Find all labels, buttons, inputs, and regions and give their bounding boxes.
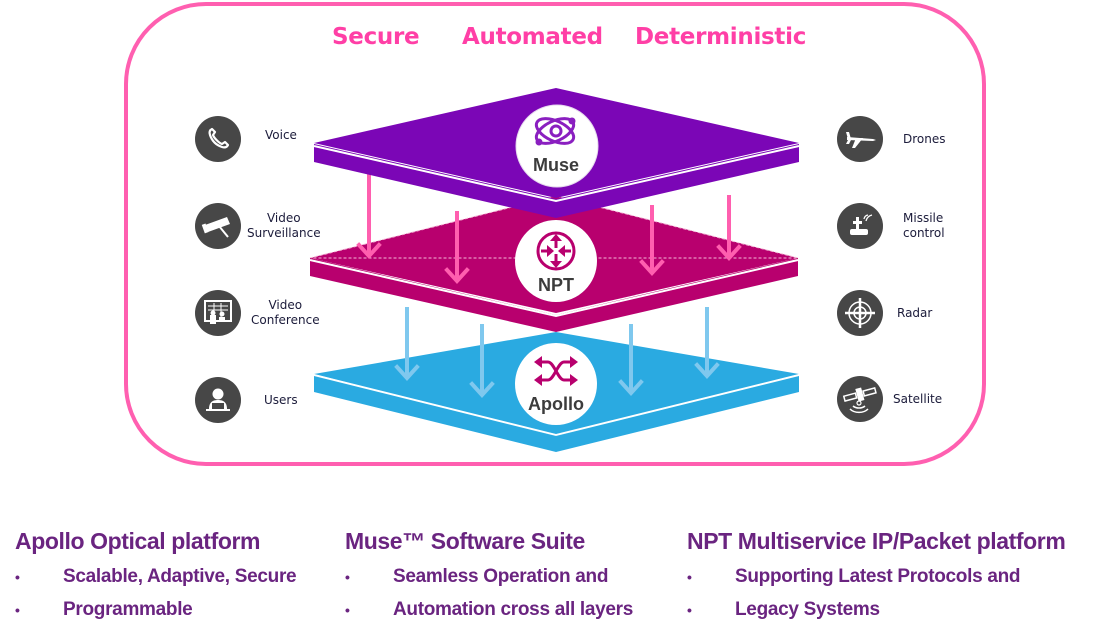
apollo-badge: Apollo: [515, 343, 597, 425]
app-video-surveillance: Video Surveillance: [195, 203, 321, 249]
app-video-surveillance-label: Video Surveillance: [247, 211, 321, 240]
app-satellite-label: Satellite: [893, 391, 943, 406]
list-item: •Legacy Systems: [687, 599, 880, 620]
arrow-down-icon: [394, 307, 420, 381]
npt-badge-label: NPT: [538, 275, 574, 295]
list-item: •Automation cross all layers: [345, 599, 634, 620]
list-item: •Programmable: [15, 599, 193, 620]
platform-apollo: Apollo Optical platform •Scalable, Adapt…: [15, 528, 297, 631]
list-item: •Seamless Operation and: [345, 566, 609, 587]
platform-npt-title: NPT Multiservice IP/Packet platform: [687, 528, 1066, 554]
platform-apollo-title: Apollo Optical platform: [15, 528, 261, 554]
app-radar: Radar: [837, 290, 932, 336]
app-missile-control-label: Missile control: [903, 211, 945, 240]
radar-icon: [837, 290, 883, 336]
app-voice: Voice: [195, 116, 297, 162]
arrow-down-icon: [716, 195, 742, 261]
platform-muse-title: Muse™ Software Suite: [345, 528, 585, 554]
phone-icon: [195, 116, 241, 162]
list-item: •Supporting Latest Protocols and: [687, 566, 1021, 587]
arrow-down-icon: [618, 324, 644, 396]
app-drones: Drones: [837, 116, 946, 162]
arrow-down-icon: [639, 205, 665, 276]
atom-gear-icon: [534, 117, 576, 146]
tagline-secure: Secure: [332, 24, 420, 50]
apollo-badge-label: Apollo: [528, 394, 584, 414]
arrow-down-icon: [356, 162, 382, 259]
app-radar-label: Radar: [897, 305, 933, 320]
diagram-frame: [124, 2, 986, 466]
app-video-conference-label: Video Conference: [251, 298, 320, 327]
platform-npt: NPT Multiservice IP/Packet platform •Sup…: [687, 528, 1066, 631]
app-drones-label: Drones: [903, 131, 946, 146]
muse-badge: Muse: [515, 104, 599, 188]
camera-icon: [195, 203, 241, 249]
arrow-down-icon: [469, 324, 495, 398]
user-laptop-icon: [195, 377, 241, 423]
missile-control-icon: [837, 203, 883, 249]
app-voice-label: Voice: [265, 127, 297, 142]
tagline-deterministic: Deterministic: [635, 24, 807, 50]
app-users: Users: [195, 377, 298, 423]
arrow-down-icon: [694, 307, 720, 379]
tagline-automated: Automated: [462, 24, 603, 50]
app-video-conference: Video Conference: [195, 290, 320, 336]
arrow-down-icon: [444, 211, 470, 284]
conference-icon: [195, 290, 241, 336]
layer-stack: Muse NPT Apollo: [309, 88, 800, 452]
app-users-label: Users: [264, 392, 298, 407]
muse-badge-label: Muse: [533, 155, 579, 175]
list-item: •Scalable, Adaptive, Secure: [15, 566, 297, 587]
npt-badge: NPT: [515, 220, 597, 302]
app-missile-control: Missile control: [837, 203, 945, 249]
app-satellite: Satellite: [837, 376, 942, 422]
satellite-icon: [837, 376, 883, 422]
crossed-arrows-icon: [534, 356, 578, 386]
platform-muse: Muse™ Software Suite •Seamless Operation…: [345, 528, 633, 631]
drone-icon: [837, 116, 883, 162]
router-arrows-icon: [536, 231, 576, 271]
